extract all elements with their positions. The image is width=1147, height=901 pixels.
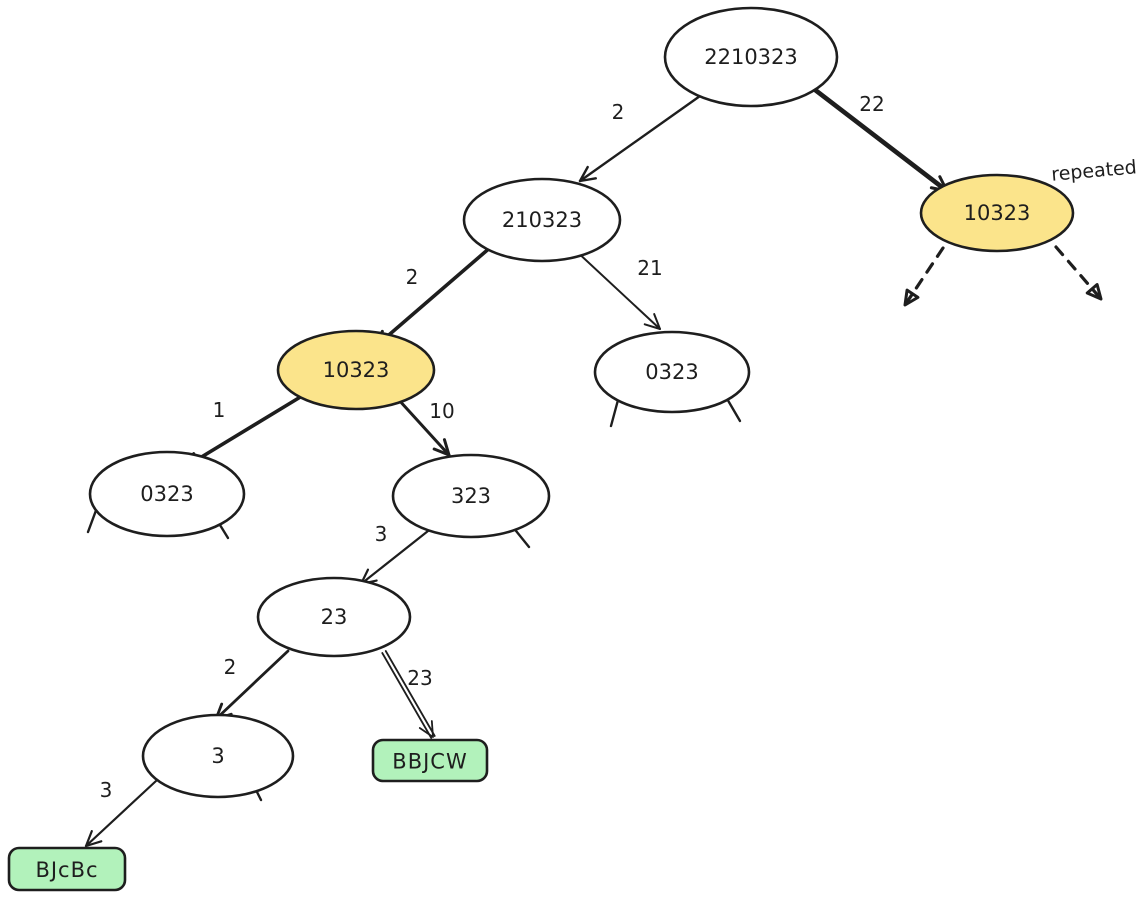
node-ellipse[interactable]: [663, 6, 839, 108]
edge-label[interactable]: 2: [224, 655, 237, 679]
tree-node-10323-left[interactable]: 10323: [276, 329, 436, 411]
node-ellipse[interactable]: [593, 330, 751, 414]
edge-line[interactable]: [1054, 245, 1103, 301]
arrowhead-icon: [578, 165, 597, 183]
edge-label[interactable]: 10: [429, 399, 454, 423]
edge-2210323-22[interactable]: 22: [807, 83, 950, 194]
edge-line[interactable]: [359, 529, 430, 586]
tree-node-0323-left[interactable]: 0323: [88, 450, 246, 538]
edge-line[interactable]: [214, 649, 290, 721]
edge-dashed-10323-right[interactable]: [1054, 245, 1103, 301]
node-ellipse[interactable]: [391, 453, 551, 539]
edge-line[interactable]: [807, 83, 950, 194]
node-label: 0323: [140, 482, 193, 506]
edge-line[interactable]: [381, 652, 433, 739]
leaf-box-BBJCW[interactable]: BBJCW: [371, 738, 489, 783]
tree-node-0323-right[interactable]: 0323: [593, 330, 751, 414]
edge-line[interactable]: [183, 394, 304, 469]
node-label: 210323: [502, 208, 582, 232]
edge-label[interactable]: 23: [407, 666, 432, 690]
edge-23-23[interactable]: 23: [381, 650, 436, 739]
node-label: 10323: [964, 201, 1031, 225]
leaf-box-rect[interactable]: [371, 738, 489, 783]
node-label: 323: [451, 484, 491, 508]
edge-label[interactable]: 3: [375, 522, 388, 546]
edge-line[interactable]: [396, 397, 451, 457]
arrowhead-icon: [418, 720, 434, 738]
arrowhead-icon: [84, 829, 103, 848]
arrowhead-icon: [643, 313, 661, 330]
node-label: 2210323: [704, 45, 798, 69]
tree-node-210323[interactable]: 210323: [462, 177, 622, 263]
edge-dashed-10323-right[interactable]: [903, 246, 945, 307]
node-ellipse[interactable]: [256, 576, 412, 658]
edge-10323-left-10[interactable]: 10: [396, 397, 455, 457]
tree-node-23[interactable]: 23: [256, 576, 412, 658]
edge-label[interactable]: 2: [612, 100, 625, 124]
tick-mark: [724, 395, 742, 423]
tree-node-323[interactable]: 323: [391, 453, 551, 539]
edge-2210323-2[interactable]: 2: [578, 94, 702, 183]
edge-label[interactable]: 2: [406, 265, 419, 289]
leaf-box-label: BJcBc: [35, 858, 98, 882]
tree-node-10323-right[interactable]: 10323: [919, 173, 1075, 253]
edge-label[interactable]: 1: [213, 398, 226, 422]
node-ellipse[interactable]: [919, 173, 1075, 253]
open-triangle-arrowhead-icon: [903, 288, 920, 307]
edge-3-3[interactable]: 3: [84, 778, 158, 848]
edge-label[interactable]: 3: [100, 778, 113, 802]
edge-line[interactable]: [84, 779, 158, 848]
open-triangle-arrowhead-icon: [1085, 283, 1103, 301]
edge-323-3[interactable]: 3: [359, 522, 430, 586]
edge-line[interactable]: [384, 650, 436, 737]
edge-label[interactable]: 21: [637, 256, 662, 280]
annotation-repeated[interactable]: repeated: [1050, 156, 1137, 185]
edge-line[interactable]: [578, 94, 702, 183]
arrowhead-icon: [432, 438, 451, 457]
node-ellipse[interactable]: [88, 450, 246, 538]
node-ellipse[interactable]: [276, 329, 436, 411]
tick-mark: [609, 398, 620, 428]
node-label: 3: [211, 744, 224, 768]
tree-node-3[interactable]: 3: [141, 713, 295, 799]
node-label: 10323: [323, 358, 390, 382]
edge-label[interactable]: 22: [859, 92, 884, 116]
edge-line[interactable]: [903, 246, 945, 307]
edge-line[interactable]: [374, 244, 494, 348]
node-label: 0323: [645, 360, 698, 384]
leaf-box-rect[interactable]: [7, 846, 127, 892]
edge-23-2[interactable]: 2: [214, 649, 290, 721]
leaf-box-label: BBJCW: [392, 750, 467, 774]
leaf-box-BJcBc[interactable]: BJcBc: [7, 846, 127, 892]
tree-node-2210323[interactable]: 2210323: [663, 6, 839, 108]
edge-210323-2[interactable]: 2: [374, 244, 494, 348]
node-ellipse[interactable]: [141, 713, 295, 799]
node-label: 23: [321, 605, 348, 629]
node-ellipse[interactable]: [462, 177, 622, 263]
